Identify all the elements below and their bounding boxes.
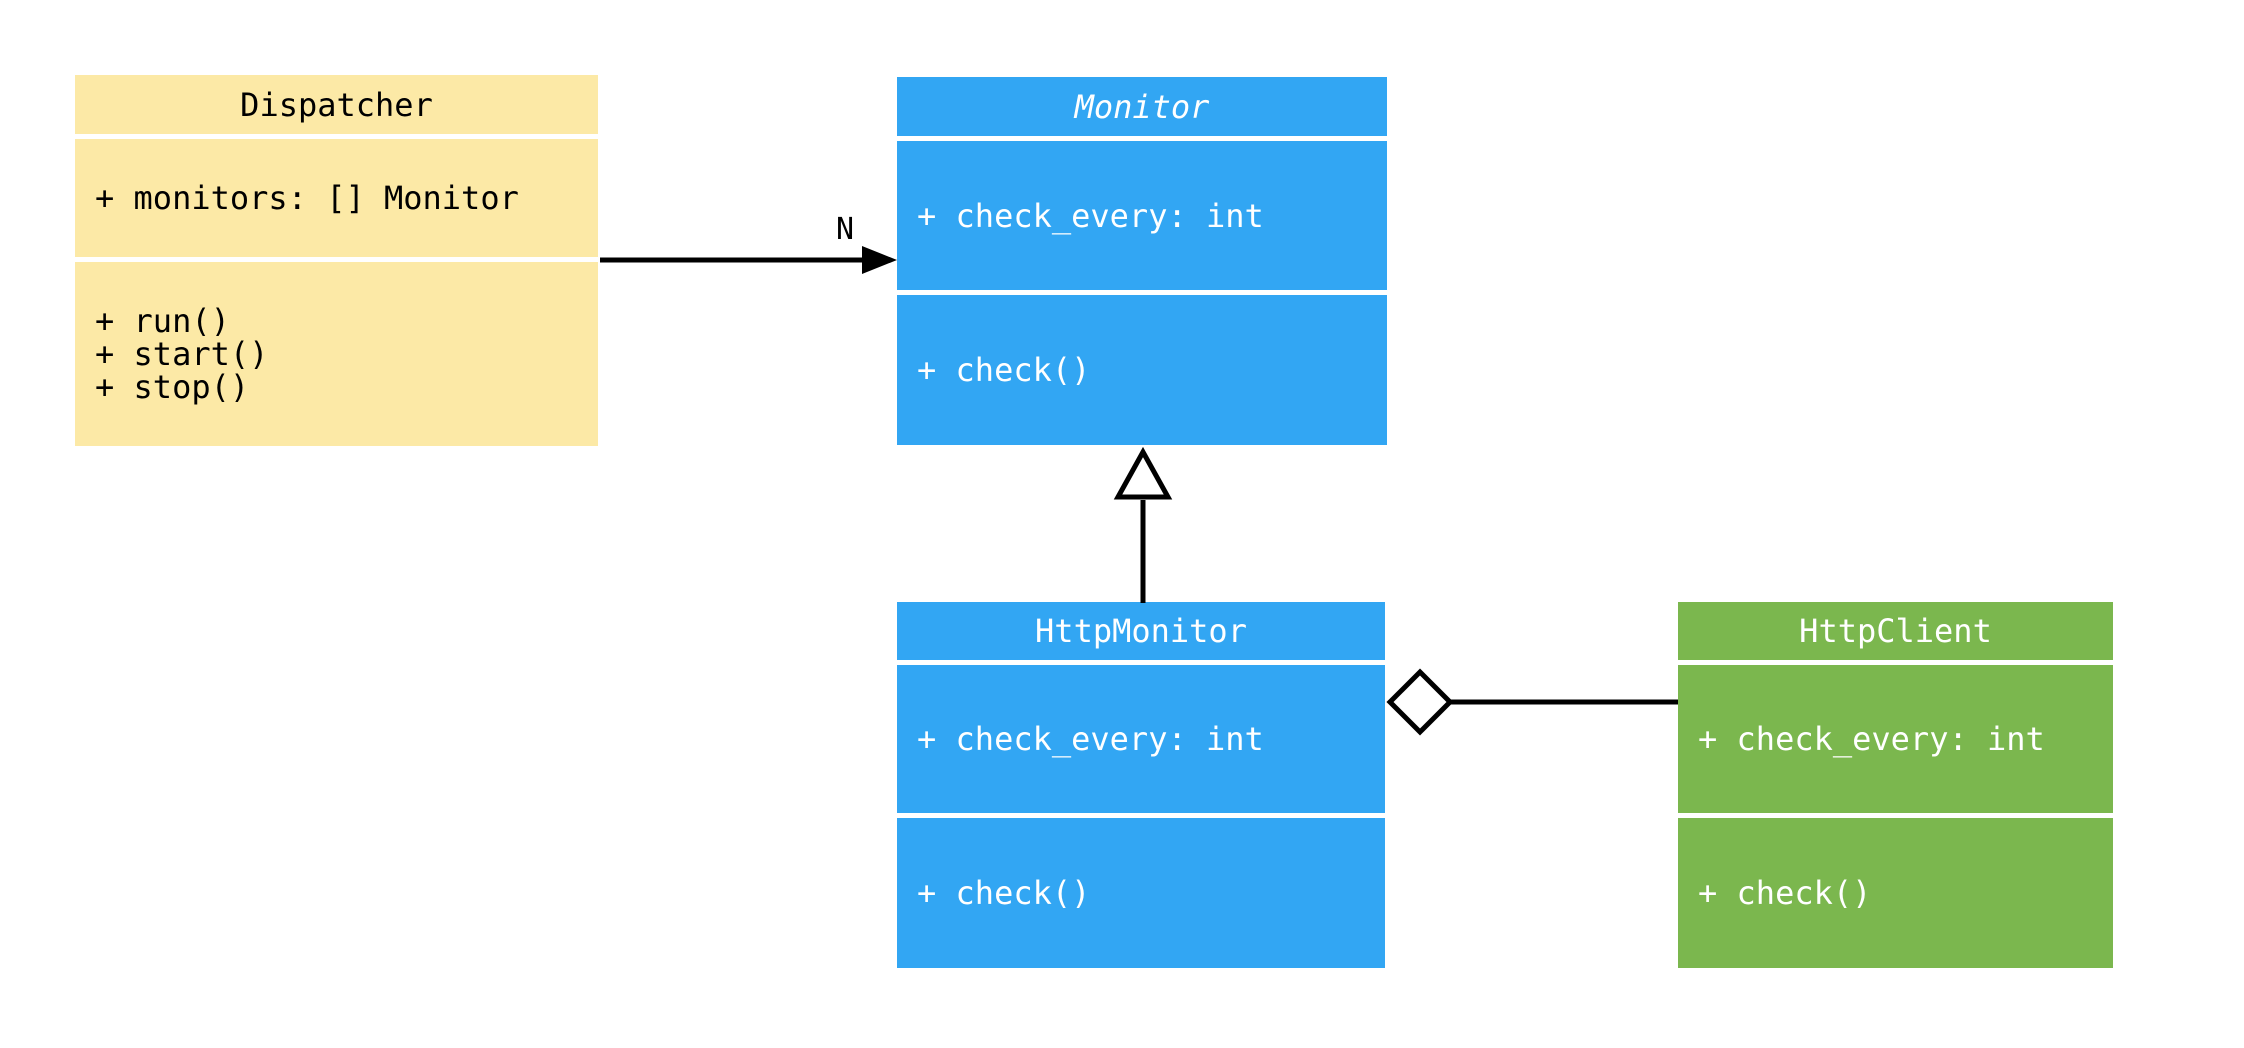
class-httpclient: HttpClient + check_every: int + check(): [1678, 602, 2113, 968]
class-dispatcher: Dispatcher + monitors: [] Monitor + run(…: [75, 75, 598, 446]
class-monitor-title: Monitor: [897, 77, 1387, 136]
class-httpclient-methods: + check(): [1678, 818, 2113, 968]
method-run: + run(): [95, 301, 230, 340]
class-httpclient-attributes: + check_every: int: [1678, 665, 2113, 813]
class-monitor: Monitor + check_every: int + check(): [897, 77, 1387, 445]
class-dispatcher-methods: + run() + start() + stop(): [75, 262, 598, 446]
method-stop: + stop(): [95, 367, 250, 406]
aggregation-httpmonitor-httpclient: [1386, 668, 1678, 736]
class-httpclient-title: HttpClient: [1678, 602, 2113, 660]
association-arrowhead-icon: [862, 246, 897, 274]
class-monitor-attributes: + check_every: int: [897, 141, 1387, 290]
class-httpmonitor-methods: + check(): [897, 818, 1385, 968]
class-httpmonitor-attributes: + check_every: int: [897, 665, 1385, 813]
class-httpmonitor-title: HttpMonitor: [897, 602, 1385, 660]
class-dispatcher-attributes: + monitors: [] Monitor: [75, 139, 598, 257]
class-monitor-methods: + check(): [897, 295, 1387, 445]
association-dispatcher-monitor: [600, 246, 897, 274]
method-start: + start(): [95, 334, 269, 373]
generalization-httpmonitor-monitor: [1113, 446, 1173, 603]
class-httpmonitor: HttpMonitor + check_every: int + check(): [897, 602, 1385, 968]
class-dispatcher-title: Dispatcher: [75, 75, 598, 134]
generalization-triangle-icon: [1113, 446, 1173, 500]
aggregation-diamond-icon: [1386, 668, 1454, 736]
multiplicity-label: N: [835, 211, 855, 247]
